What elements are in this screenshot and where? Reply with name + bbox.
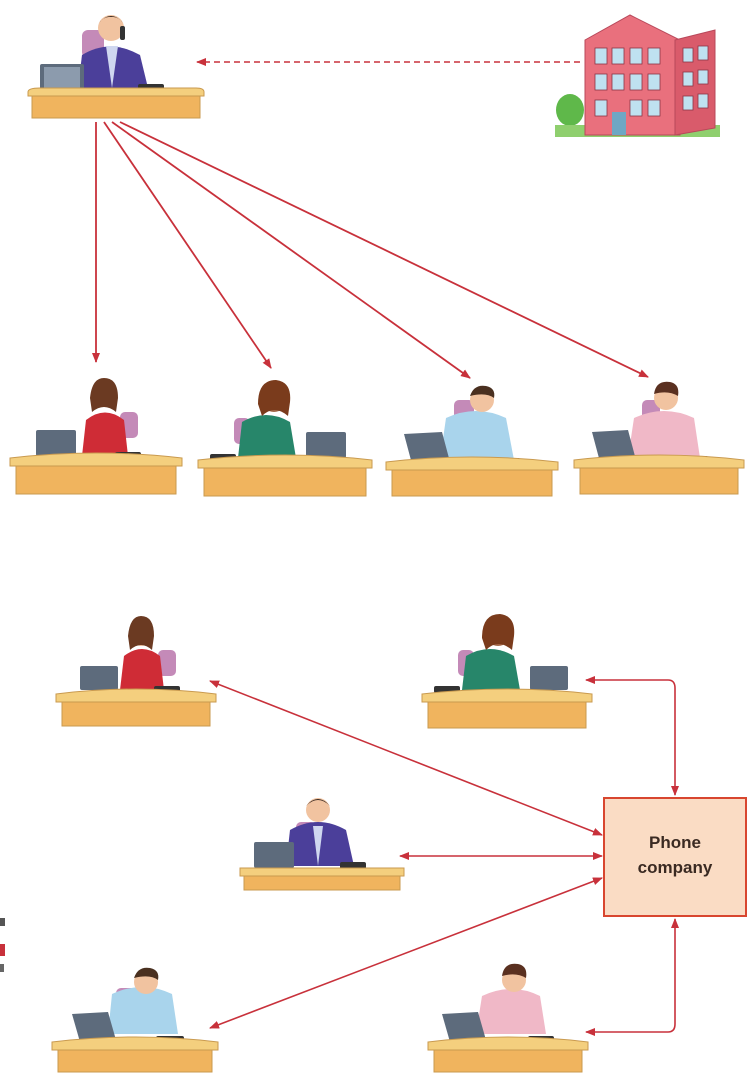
caller-desk-4 [52,968,218,1072]
laptop-icon [530,666,568,690]
caller-desk-3 [240,798,404,890]
desk [580,468,738,494]
desk [428,702,586,728]
person-icon [440,411,514,460]
employee-desk-2 [198,380,372,496]
laptop-icon [306,432,346,458]
cropped-edge-marks [0,918,5,972]
phone-company-label-line2: company [638,858,713,877]
desk [32,96,200,118]
phone-company-box: Phone company [604,798,746,916]
person-icon [120,649,164,690]
arrow [210,878,602,1028]
laptop-icon [36,430,76,456]
arrow [120,122,648,377]
arrow [112,122,470,378]
desk [244,876,400,890]
arrow [586,919,675,1032]
arrow [104,122,271,368]
manager-at-desk [28,15,204,118]
manager-person-icon [78,15,148,88]
person-icon [462,649,520,690]
broadcast-arrows [96,122,648,378]
desk [16,466,176,494]
laptop-icon [80,666,118,690]
employee-desk-3 [386,386,558,496]
person-icon [238,415,296,458]
person-icon [476,989,546,1034]
phone-company-label-line1: Phone [649,833,701,852]
person-icon [628,411,700,458]
desk [204,468,366,496]
employee-desk-4 [574,382,744,494]
desk [392,470,552,496]
person-icon [108,987,178,1034]
caller-desk-1 [56,616,216,726]
arrow [586,680,675,795]
caller-desk-2 [422,614,592,728]
employee-desk-1 [10,378,182,494]
desk [58,1050,212,1072]
desk [62,702,210,726]
caller-desk-5 [428,964,588,1072]
desk [434,1050,582,1072]
office-building-icon [555,15,720,137]
person-icon [82,413,128,457]
laptop-icon [254,842,294,868]
